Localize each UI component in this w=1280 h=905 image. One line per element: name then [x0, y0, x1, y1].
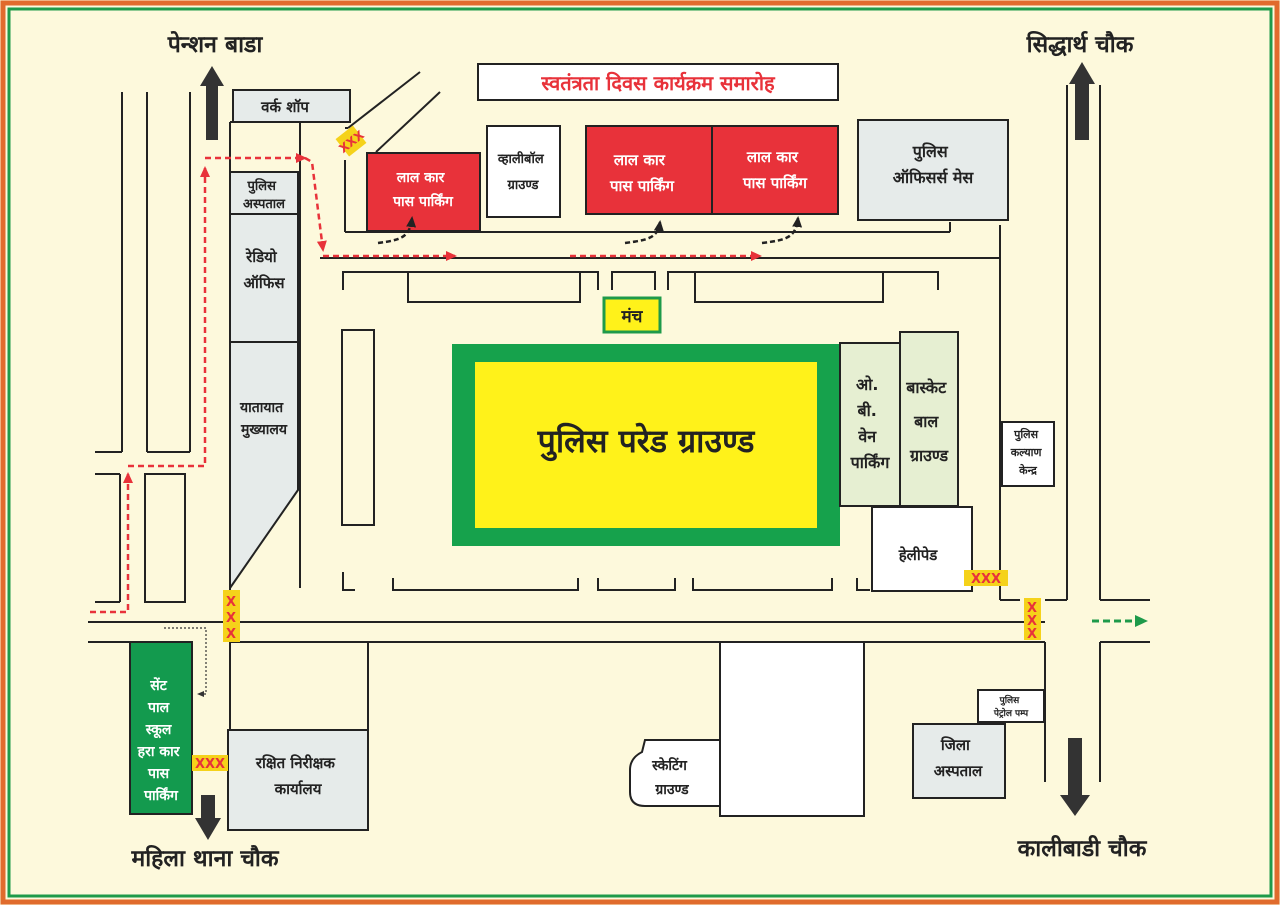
dashed-route-arrow-icon	[164, 627, 207, 697]
barrier-mark: X	[226, 627, 236, 642]
parade-enclosure	[341, 271, 939, 591]
traffic-hq	[229, 341, 299, 592]
label-ob-van: ओ. बी. वेन पार्किंग	[850, 375, 891, 472]
label-reserve-inspector: रक्षित निरीक्षक कार्यालय	[255, 754, 340, 798]
label-parade-ground: पुलिस परेड ग्राउण्ड	[537, 422, 756, 462]
police-petrol-pump	[977, 689, 1045, 723]
label-police-welfare: पुलिस कल्याण केन्द्र	[1010, 427, 1046, 477]
label-stage: मंच	[621, 307, 644, 327]
label-traffic-hq: यातायात मुख्यालय	[239, 400, 288, 439]
title-box	[477, 63, 839, 101]
basketball-ground	[899, 331, 959, 507]
label-district-hospital: जिला अस्पताल	[934, 736, 983, 780]
stage-box	[602, 296, 662, 334]
st-paul-school	[129, 641, 193, 815]
label-petrol-pump: पुलिस पेट्रोल पम्प	[993, 694, 1029, 719]
barrier-mark: X	[1027, 601, 1037, 616]
label-helipad: हेलीपेड	[898, 546, 939, 564]
frame-inner	[7, 7, 1273, 898]
road-barrier-icon: X X X	[223, 590, 240, 642]
workshop-building	[232, 89, 351, 123]
police-officers-mess	[857, 119, 1009, 221]
label-police-mess: पुलिस ऑफिसर्स मेस	[893, 142, 975, 187]
reserve-inspector-office	[227, 729, 369, 831]
red-parking-2	[585, 125, 713, 215]
place-pension-bada: पेन्शन बाडा	[167, 30, 264, 58]
label-skating: स्केटिंग ग्राउण्ड	[651, 757, 692, 798]
skating-ground	[629, 739, 721, 807]
event-title: स्वतंत्रता दिवस कार्यक्रम समारोह	[540, 71, 776, 95]
barrier-mark: XXX	[971, 572, 1001, 587]
label-st-paul: सेंट पाल स्कूल हरा कार पास पार्किंग	[137, 677, 185, 804]
radio-office	[229, 213, 299, 343]
place-mahila-thana-chowk: महिला थाना चौक	[130, 844, 279, 872]
label-red-parking-3: लाल कार पास पार्किंग	[742, 148, 808, 192]
road-barrier-icon: XXX	[964, 570, 1008, 587]
parade-ground-inner	[475, 362, 817, 528]
barrier-mark: X	[1027, 614, 1037, 629]
label-volleyball: व्हालीबॉल ग्राउण्ड	[497, 151, 548, 193]
district-hospital	[912, 723, 1006, 799]
ob-van-parking	[839, 342, 901, 507]
down-arrow-icon	[195, 795, 221, 840]
up-arrow-icon	[1069, 62, 1095, 140]
label-radio-office: रेडियो ऑफिस	[244, 248, 286, 292]
place-siddharth-chowk: सिद्धार्थ चौक	[1026, 30, 1135, 58]
roads	[88, 71, 1150, 782]
place-kalibadi-chowk: कालीबाडी चौक	[1017, 834, 1148, 862]
label-red-parking-1: लाल कार पास पार्किंग	[392, 170, 454, 210]
barrier-mark: X	[226, 595, 236, 610]
police-welfare-centre	[1001, 421, 1055, 487]
red-parking-3	[711, 125, 839, 215]
volleyball-ground	[486, 125, 561, 218]
label-red-parking-2: लाल कार पास पार्किंग	[609, 151, 675, 195]
label-workshop: वर्क शॉप	[260, 98, 310, 116]
skating-block	[719, 641, 865, 817]
up-arrow-icon	[200, 66, 224, 140]
dashed-route-arrow-icon	[377, 216, 803, 245]
down-arrow-icon	[1060, 738, 1090, 816]
barrier-mark: X	[1027, 627, 1037, 642]
label-police-hospital: पुलिस अस्पताल	[243, 178, 286, 212]
road-barrier-icon: X X X	[1024, 598, 1041, 642]
dashed-route-arrow-icon	[90, 153, 762, 614]
helipad-area	[871, 506, 973, 592]
barrier-mark: XXX	[195, 757, 225, 772]
red-parking-1	[366, 152, 481, 232]
label-basketball: बास्केट बाल ग्राउण्ड	[905, 378, 951, 465]
barrier-mark: X	[226, 611, 236, 626]
road-barrier-icon: XXX	[192, 755, 228, 772]
